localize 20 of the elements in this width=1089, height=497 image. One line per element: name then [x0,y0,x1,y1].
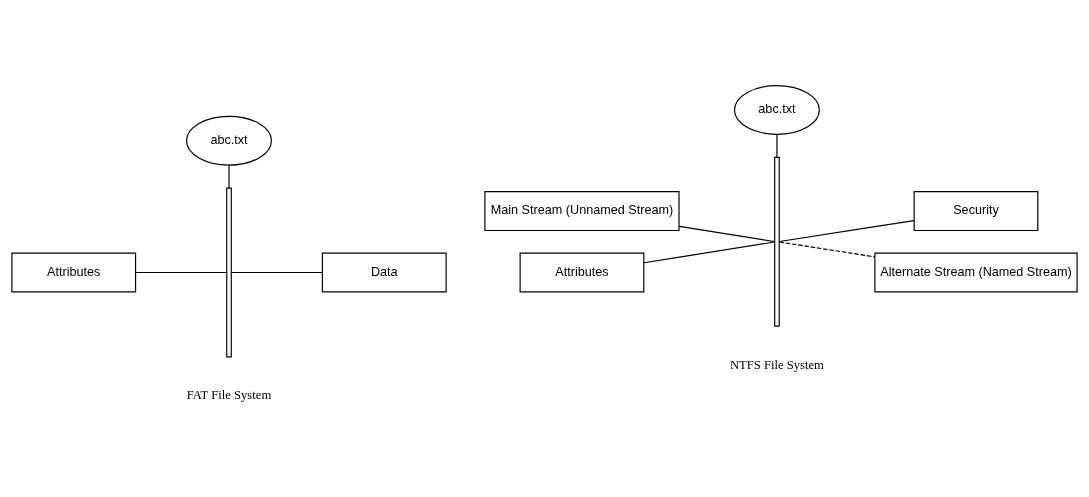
node-box: Security [913,190,1039,231]
connector [135,271,227,273]
label: FAT File System [186,387,272,402]
node-box: Attributes [11,251,137,292]
node-box: Alternate Stream (Named Stream) [874,251,1078,292]
connector [778,240,876,257]
connector [776,133,778,158]
node-bar [774,156,780,327]
node-box: Data [321,251,447,292]
node-bar [226,187,232,357]
node-box: Main Stream (Unnamed Stream) [484,190,680,231]
node-ellipse: abc.txt [186,115,272,166]
connector [678,225,775,242]
connector [643,240,775,263]
node-box: Attributes [519,251,645,292]
connector [228,164,230,189]
connector [231,271,323,273]
connector [778,219,915,242]
node-ellipse: abc.txt [733,84,820,135]
label: NTFS File System [729,357,824,372]
